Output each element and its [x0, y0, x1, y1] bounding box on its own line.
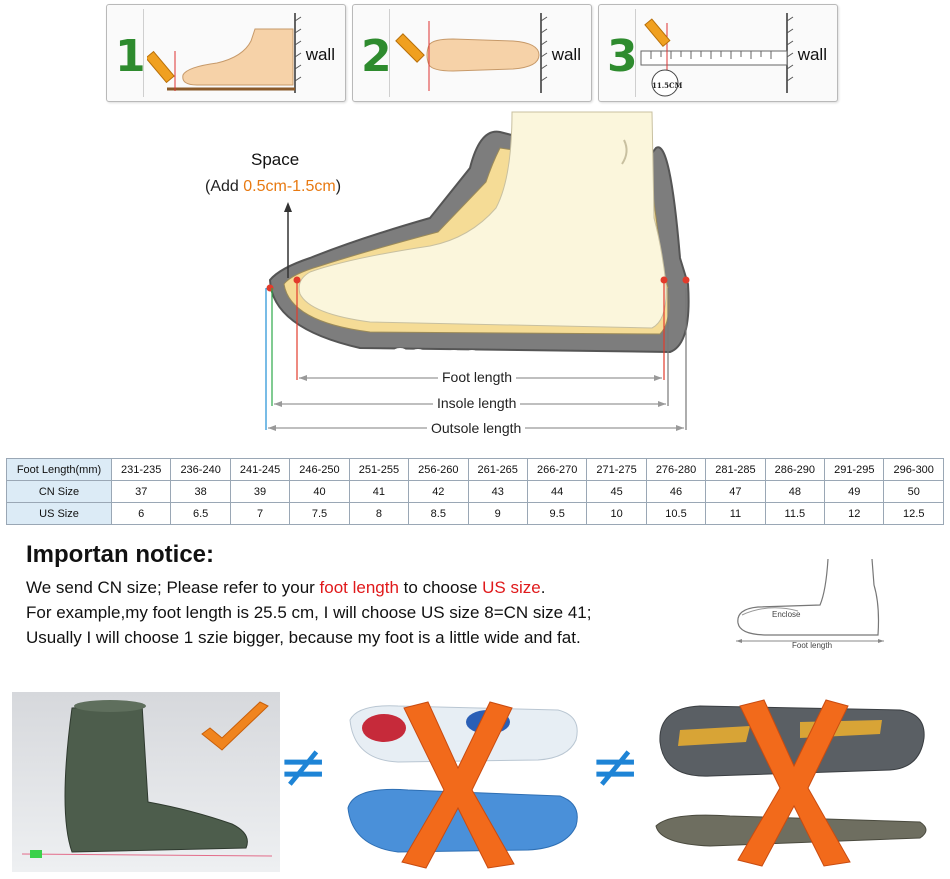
table-cell: 251-255 — [348, 458, 410, 481]
insole-length-label: Insole length — [433, 395, 521, 411]
table-cell: 48 — [764, 480, 826, 503]
table-cell: 9.5 — [526, 502, 588, 525]
highlight-us-size: US size — [482, 578, 541, 597]
table-cell: 8 — [348, 502, 410, 525]
ruler-illustration — [640, 13, 794, 97]
foot-top-illustration — [395, 13, 548, 93]
outsole-photo — [650, 694, 932, 874]
measure-label: 11.5CM — [652, 81, 683, 90]
space-add-value: 0.5cm-1.5cm — [243, 178, 336, 195]
notice-title: Importan notice: — [26, 541, 215, 568]
table-cell: 12.5 — [883, 502, 944, 525]
notice-line-1: We send CN size; Please refer to your fo… — [26, 578, 546, 597]
notice-line-3: Usually I will choose 1 szie bigger, bec… — [26, 628, 581, 647]
foot-length-label: Foot length — [438, 369, 517, 385]
table-cell: 11 — [705, 502, 766, 525]
cross-mark-icon — [737, 699, 851, 867]
wall-label: wall — [551, 45, 581, 64]
wall-label: wall — [797, 45, 827, 64]
table-cell: 6.5 — [170, 502, 231, 525]
table-cell: 39 — [229, 480, 291, 503]
step-panel-1: 1 wall — [106, 4, 346, 102]
table-cell: 7 — [229, 502, 291, 525]
step-number: 3 — [607, 31, 638, 82]
step-panel-3: 3 11.5CM wall — [598, 4, 838, 102]
table-cell: 40 — [289, 480, 350, 503]
table-cell: 261-265 — [467, 458, 528, 481]
table-cell: 246-250 — [289, 458, 350, 481]
foot-shape — [298, 111, 667, 329]
table-cell: 236-240 — [170, 458, 231, 481]
space-label: Space — [251, 150, 300, 169]
checkmark-icon — [201, 701, 269, 751]
table-cell: 46 — [645, 480, 707, 503]
enclose-label: Enclose — [772, 610, 801, 619]
table-cell: 42 — [408, 480, 469, 503]
table-cell: 41 — [348, 480, 410, 503]
row-header: US Size — [6, 502, 112, 525]
step-number: 2 — [361, 31, 392, 82]
table-cell: 10 — [586, 502, 647, 525]
table-cell: 296-300 — [883, 458, 944, 481]
table-cell: 11.5 — [764, 502, 826, 525]
table-cell: 37 — [110, 480, 172, 503]
divider — [635, 9, 636, 97]
table-cell: 266-270 — [526, 458, 588, 481]
table-cell: 9 — [467, 502, 528, 525]
table-cell: 12 — [824, 502, 885, 525]
step-panel-2: 2 wall — [352, 4, 592, 102]
table-cell: 49 — [824, 480, 885, 503]
highlight-foot-length: foot length — [319, 578, 399, 597]
step-number: 1 — [115, 31, 146, 82]
table-cell: 241-245 — [229, 458, 291, 481]
cross-mark-icon — [401, 701, 515, 869]
table-cell: 8.5 — [408, 502, 469, 525]
table-cell: 45 — [586, 480, 647, 503]
table-cell: 276-280 — [645, 458, 707, 481]
notice-line-2: For example,my foot length is 25.5 cm, I… — [26, 603, 592, 622]
table-cell: 7.5 — [289, 502, 350, 525]
table-cell: 6 — [110, 502, 172, 525]
table-cell: 281-285 — [705, 458, 766, 481]
table-cell: 291-295 — [824, 458, 885, 481]
sketch-foot-length-label: Foot length — [792, 641, 833, 650]
foot-side-illustration — [147, 13, 302, 93]
not-equal-icon: ≠ — [278, 732, 329, 802]
table-cell: 47 — [705, 480, 766, 503]
insole-photo — [338, 696, 588, 872]
foot-sketch-illustration — [736, 558, 884, 643]
table-cell: 10.5 — [645, 502, 707, 525]
wall-label: wall — [305, 45, 335, 64]
table-cell: 38 — [170, 480, 231, 503]
divider — [389, 9, 390, 97]
outsole-length-label: Outsole length — [427, 420, 526, 436]
foot-mannequin-photo — [12, 692, 280, 872]
table-cell: 50 — [883, 480, 944, 503]
table-cell: 44 — [526, 480, 588, 503]
shoe-fit-diagram — [265, 111, 690, 431]
table-cell: 43 — [467, 480, 528, 503]
table-cell: 256-260 — [408, 458, 469, 481]
outsole-tread — [393, 348, 479, 358]
table-cell: 271-275 — [586, 458, 647, 481]
table-cell: 286-290 — [764, 458, 826, 481]
table-cell: 231-235 — [110, 458, 172, 481]
row-header: Foot Length(mm) — [6, 458, 112, 481]
row-header: CN Size — [6, 480, 112, 503]
not-equal-icon: ≠ — [590, 732, 641, 802]
space-add-note: (Add 0.5cm-1.5cm) — [205, 178, 342, 195]
divider — [143, 9, 144, 97]
